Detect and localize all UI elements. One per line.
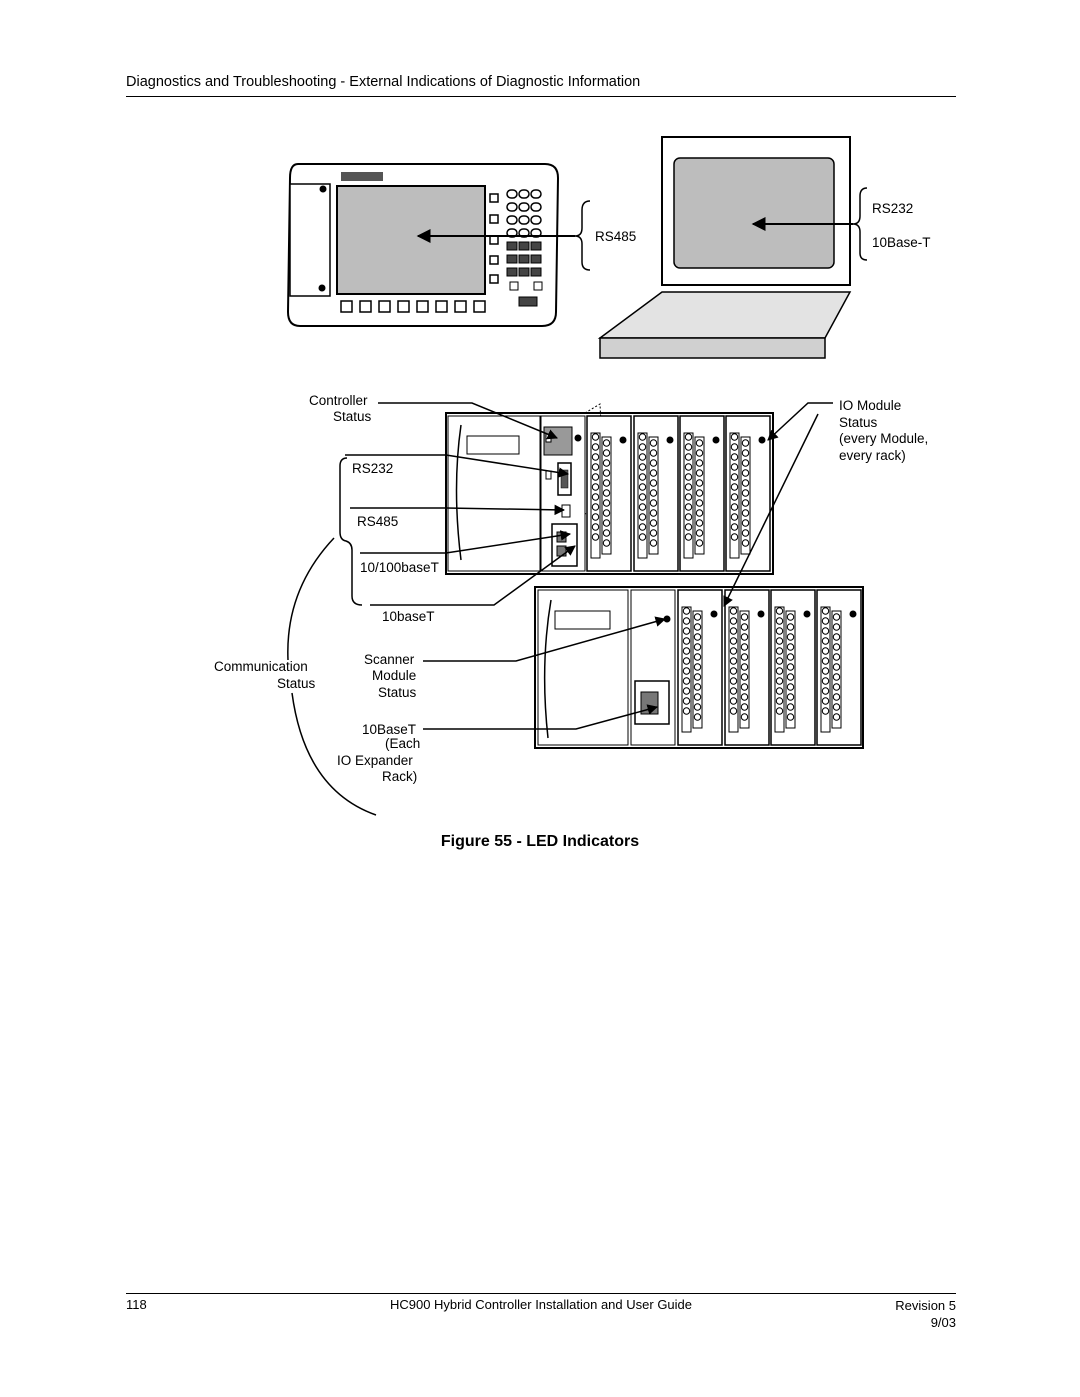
guide-title: HC900 Hybrid Controller Installation and… [389, 1297, 693, 1312]
expander-label-4: Rack) [382, 769, 417, 784]
scanner-status-label-3: Status [378, 685, 417, 700]
io-module-status-label-1: IO Module [839, 398, 901, 413]
rs232-label: RS232 [352, 461, 393, 476]
scanner-status-label-1: Scanner [364, 652, 415, 667]
rack1-io-modules [586, 415, 771, 572]
section-title: Diagnostics and Troubleshooting - Extern… [126, 74, 641, 90]
10-100baset-label: 10/100baseT [360, 560, 439, 575]
revision-info: Revision 5 9/03 [895, 1297, 956, 1331]
figure-caption: Figure 55 - LED Indicators [440, 833, 640, 850]
page-number: 118 [126, 1297, 147, 1312]
led-indicators-figure: RS485 RS232 10Base-T [214, 136, 931, 816]
page-header: Diagnostics and Troubleshooting - Extern… [126, 74, 956, 97]
controller-status-label-2: Status [333, 409, 372, 424]
revision: Revision 5 [895, 1298, 956, 1313]
controller-status-label-1: Controller [309, 393, 368, 408]
io-module-status-label-3: (every Module, [839, 431, 928, 446]
expander-label-1: 10BaseT [362, 722, 416, 737]
rs485-top-label: RS485 [595, 229, 636, 244]
io-module-status-label-2: Status [839, 415, 878, 430]
scanner-status-label-2: Module [372, 668, 416, 683]
laptop-pc [597, 136, 852, 359]
communication-status-label-2: Status [277, 676, 316, 691]
io-module-status-label-4: every rack) [839, 448, 906, 463]
operator-interface [286, 163, 560, 327]
communication-status-label-1: Communication [214, 659, 308, 674]
expander-label-2: (Each [385, 736, 420, 751]
10baset-label: 10baseT [382, 609, 435, 624]
revision-date: 9/03 [930, 1315, 956, 1330]
rs232-right-label: RS232 [872, 201, 913, 216]
10base-t-right-label: 10Base-T [872, 235, 931, 250]
rack2-io-modules [677, 589, 862, 746]
page-footer: 118 HC900 Hybrid Controller Installation… [126, 1293, 956, 1330]
rs485-label: RS485 [357, 514, 398, 529]
expander-label-3: IO Expander [337, 753, 413, 768]
